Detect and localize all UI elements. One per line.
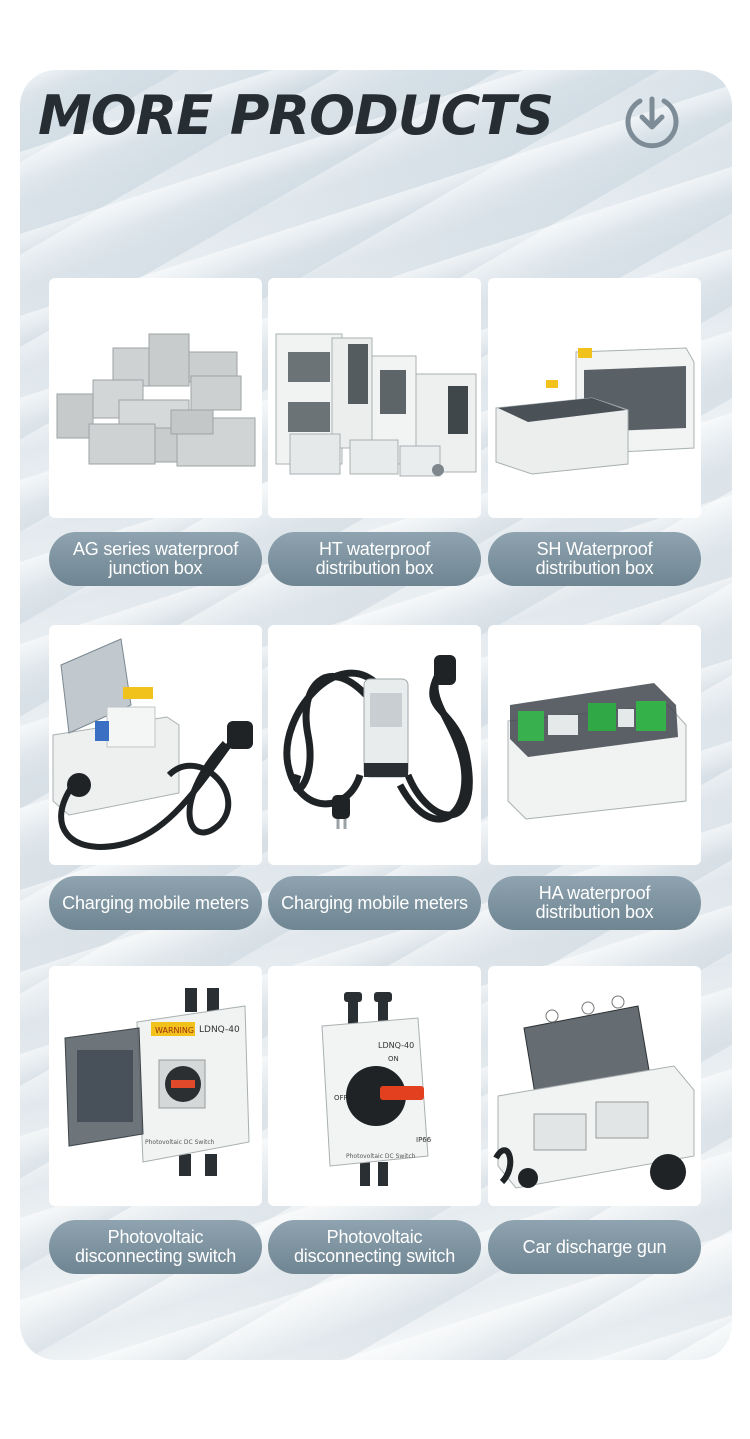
svg-text:Photovoltaic DC Switch: Photovoltaic DC Switch (346, 1153, 416, 1160)
grey-junction-boxes-icon (56, 333, 256, 467)
svg-text:Photovoltaic DC Switch: Photovoltaic DC Switch (145, 1139, 215, 1146)
product-card-car-discharge-gun[interactable] (488, 966, 701, 1206)
download-circle-icon[interactable] (620, 87, 684, 151)
product-card-charging-meter-1[interactable] (49, 625, 262, 865)
product-label-charging-meter-2[interactable]: Charging mobile meters (268, 876, 481, 930)
pv-switch-open-lid-icon: WARNING LDNQ-40 Photovoltaic DC Switch (64, 988, 250, 1176)
green-breaker-box-icon (507, 683, 687, 820)
product-card-ha-distribution-box[interactable] (488, 625, 701, 865)
meter-box-with-cable-icon (52, 638, 253, 850)
product-card-pv-switch-1[interactable]: WARNING LDNQ-40 Photovoltaic DC Switch (49, 966, 262, 1206)
svg-text:IP66: IP66 (416, 1136, 432, 1144)
product-card-sh-distribution-box[interactable] (488, 278, 701, 518)
product-label-charging-meter-1[interactable]: Charging mobile meters (49, 876, 262, 930)
product-card-pv-switch-2[interactable]: LDNQ-40 ON OFF IP66 Photovoltaic DC Swit… (268, 966, 481, 1206)
product-card-ht-distribution-box[interactable] (268, 278, 481, 518)
product-card-charging-meter-2[interactable] (268, 625, 481, 865)
svg-text:LDNQ-40: LDNQ-40 (199, 1025, 240, 1035)
section-title: MORE PRODUCTS (38, 84, 554, 147)
weatherproof-socket-icon (493, 995, 695, 1190)
product-card-ag-junction-box[interactable] (49, 278, 262, 518)
svg-text:OFF: OFF (334, 1094, 348, 1102)
product-label-car-discharge-gun[interactable]: Car discharge gun (488, 1220, 701, 1274)
long-distribution-boxes-icon (495, 347, 695, 475)
white-distribution-boxes-icon (275, 333, 477, 477)
svg-text:LDNQ-40: LDNQ-40 (378, 1041, 414, 1050)
svg-text:ON: ON (388, 1055, 399, 1063)
pv-switch-rotary-icon: LDNQ-40 ON OFF IP66 Photovoltaic DC Swit… (321, 992, 432, 1186)
inline-meter-cable-icon (283, 655, 473, 829)
svg-text:WARNING: WARNING (155, 1026, 194, 1035)
